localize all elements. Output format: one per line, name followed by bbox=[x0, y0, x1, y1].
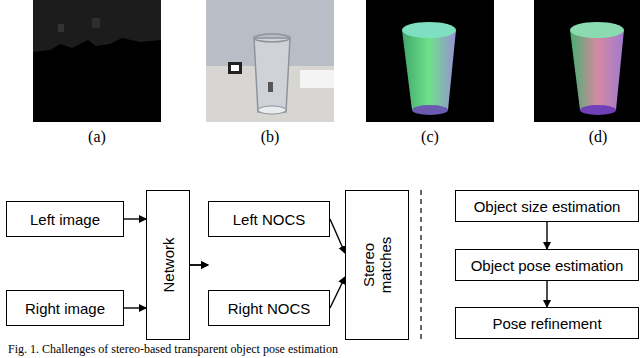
process-box: Object pose estimation bbox=[455, 249, 639, 281]
process-box: Pose refinement bbox=[455, 307, 639, 339]
arrow-connector bbox=[124, 307, 146, 308]
arrow-connector bbox=[124, 218, 146, 219]
dashed-separator bbox=[420, 190, 421, 340]
rgb-photo bbox=[206, 0, 334, 122]
node-text: Right NOCS bbox=[228, 300, 311, 317]
panel-label: (d) bbox=[589, 128, 608, 146]
panel-label: (a) bbox=[88, 128, 106, 146]
matching-box: Stereo matches bbox=[345, 190, 409, 340]
arrow-connector bbox=[546, 222, 547, 249]
node-text: Stereo matches bbox=[360, 230, 394, 300]
input-box: Right image bbox=[6, 290, 124, 326]
arrow-connector bbox=[546, 281, 547, 307]
arrow-connector bbox=[330, 277, 345, 308]
node-text: Pose refinement bbox=[492, 315, 601, 332]
arrow-connector bbox=[330, 219, 345, 253]
node-text: Left image bbox=[30, 211, 100, 228]
node-text: Object pose estimation bbox=[471, 257, 624, 274]
node-text: Left NOCS bbox=[233, 211, 306, 228]
panel-label: (c) bbox=[421, 128, 439, 146]
nocs-map bbox=[534, 0, 640, 122]
panel-label: (b) bbox=[261, 128, 280, 146]
node-text: Network bbox=[160, 237, 177, 292]
figure-caption: Fig. 1. Challenges of stereo-based trans… bbox=[8, 342, 338, 356]
output-box: Right NOCS bbox=[208, 290, 330, 326]
network-box: Network bbox=[146, 190, 190, 340]
arrow-connector bbox=[190, 264, 208, 265]
node-text: Object size estimation bbox=[474, 198, 621, 215]
process-box: Object size estimation bbox=[455, 190, 639, 222]
node-text: Right image bbox=[25, 300, 105, 317]
output-box: Left NOCS bbox=[208, 201, 330, 237]
input-box: Left image bbox=[6, 201, 124, 237]
nocs-map bbox=[366, 0, 494, 122]
arrow-connector bbox=[190, 264, 208, 265]
depth-image bbox=[33, 0, 161, 122]
